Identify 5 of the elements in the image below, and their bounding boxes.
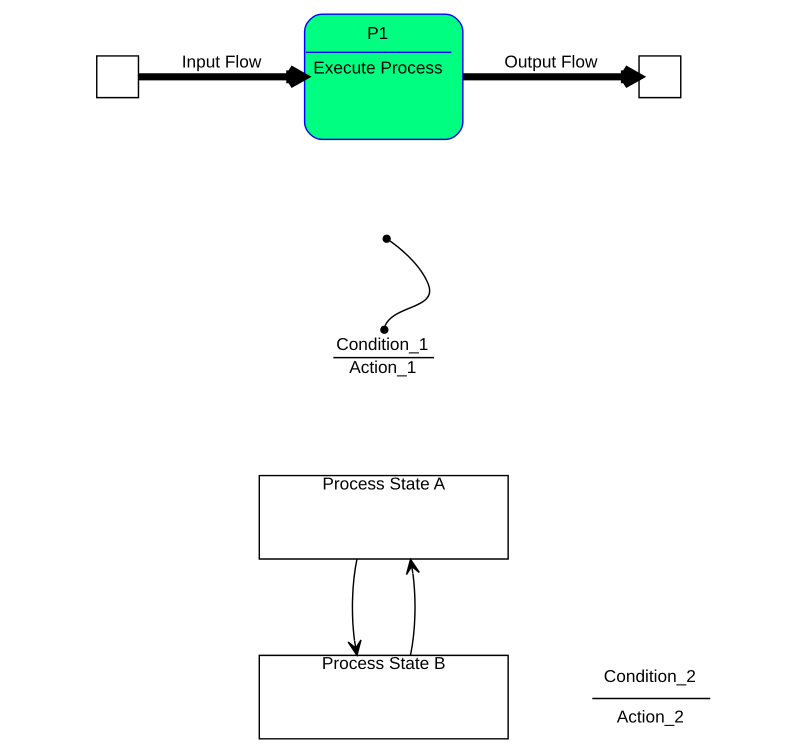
- node-text: Condition_1 Action_1: [336, 334, 428, 377]
- edge-label: Output Flow: [504, 52, 598, 72]
- label: Action_2: [616, 706, 684, 726]
- label: Condition_2: [604, 666, 696, 686]
- edge-label: Input Flow: [182, 52, 262, 72]
